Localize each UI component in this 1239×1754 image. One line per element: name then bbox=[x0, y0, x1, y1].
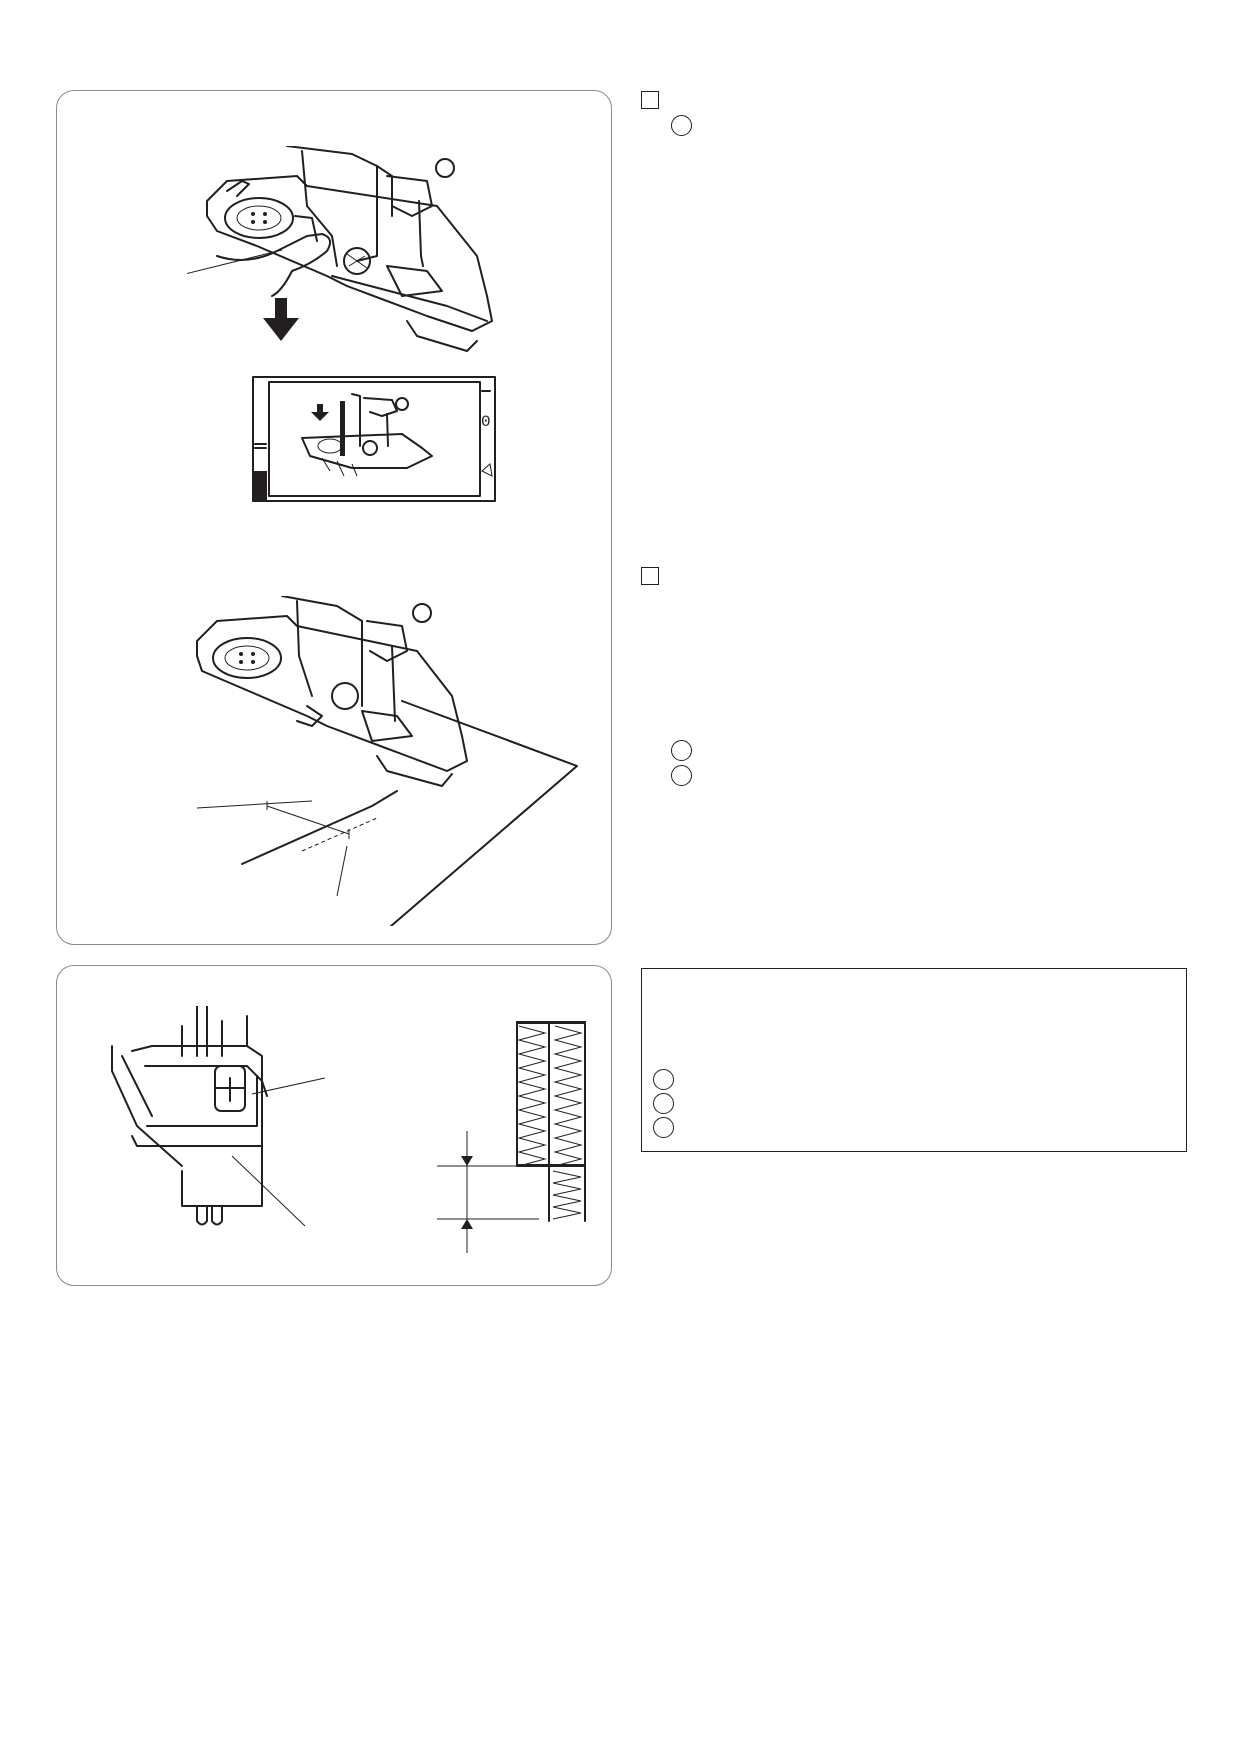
buttonhole-lever-lowering-illustration bbox=[187, 146, 493, 352]
circle-marker-icon bbox=[671, 765, 692, 786]
illustration-panel-bottom bbox=[56, 965, 612, 1286]
svg-text:0: 0 bbox=[481, 413, 491, 431]
note-box bbox=[641, 968, 1187, 1152]
circle-marker-icon bbox=[653, 1093, 674, 1114]
buttonhole-foot-top-view-illustration bbox=[111, 1006, 326, 1227]
illustration-panel-top: 0 bbox=[56, 90, 612, 945]
lcd-screen-prompt-illustration: 0 bbox=[252, 376, 496, 502]
step-checkbox-icon bbox=[641, 91, 659, 109]
circle-marker-icon bbox=[653, 1117, 674, 1138]
buttonhole-stitch-diagram-illustration bbox=[437, 1021, 586, 1253]
circle-marker-icon bbox=[671, 740, 692, 761]
circle-marker-icon bbox=[653, 1069, 674, 1090]
step-checkbox-icon bbox=[641, 567, 659, 585]
circle-marker-icon bbox=[671, 115, 692, 136]
buttonhole-foot-on-fabric-illustration bbox=[196, 596, 578, 926]
down-arrow-icon bbox=[263, 298, 299, 341]
